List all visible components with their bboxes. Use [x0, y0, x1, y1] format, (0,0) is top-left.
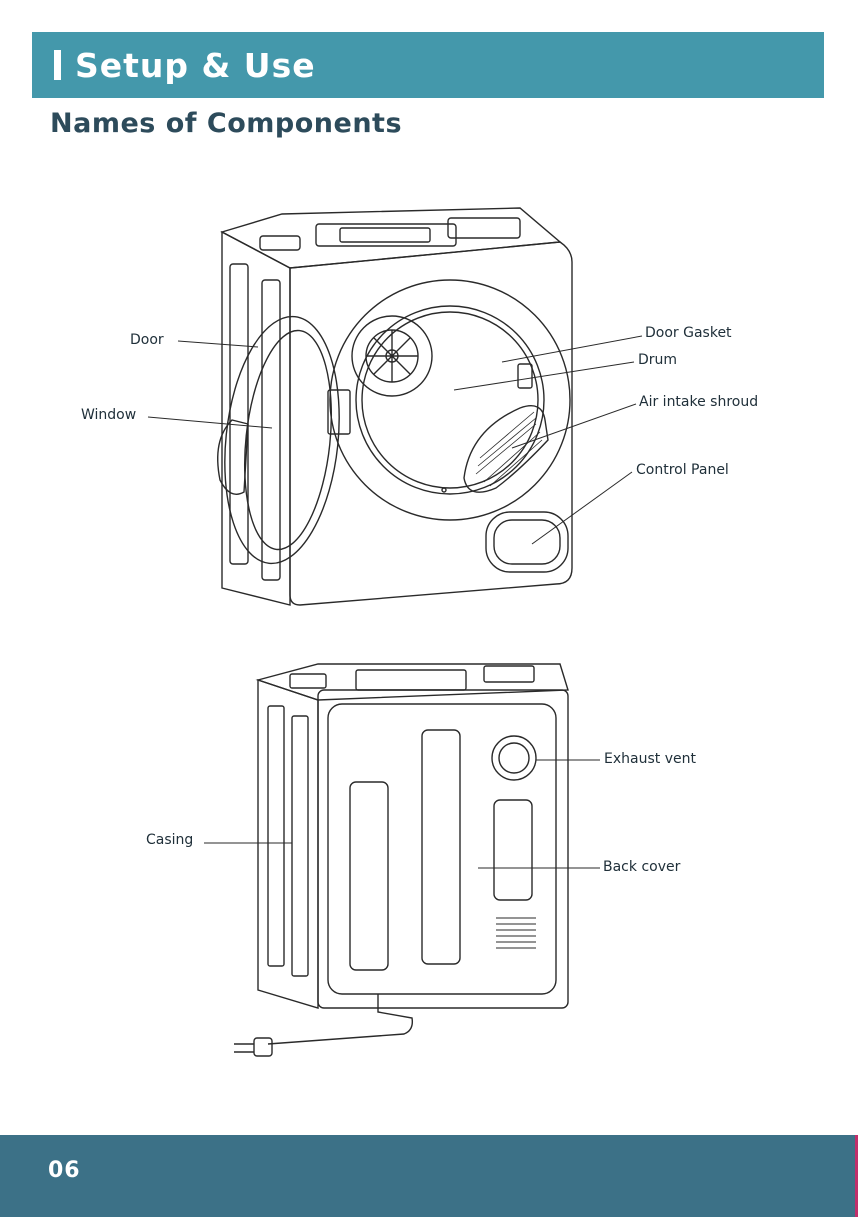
- label-back-cover: Back cover: [603, 859, 680, 875]
- back-top-lid: [356, 670, 466, 690]
- back-recess-center: [422, 730, 460, 964]
- screw: [442, 488, 446, 492]
- top-lid-inner: [340, 228, 430, 242]
- drum-opening: [362, 312, 538, 488]
- back-cover-panel: [328, 704, 556, 994]
- back-side-rib-1: [268, 706, 284, 966]
- leader-control-panel: [532, 472, 632, 544]
- power-cord: [268, 994, 412, 1044]
- label-control-panel: Control Panel: [636, 462, 729, 478]
- label-door: Door: [130, 332, 164, 348]
- back-vent-slots: [496, 918, 536, 948]
- door-latch: [518, 364, 532, 388]
- label-casing: Casing: [146, 832, 193, 848]
- air-intake-grille: [476, 412, 542, 486]
- power-plug: [254, 1038, 272, 1056]
- back-top-vent-right: [484, 666, 534, 682]
- back-leader-lines: [204, 760, 600, 868]
- dryer-front-illustration: [213, 208, 572, 605]
- plug-prongs: [234, 1044, 254, 1052]
- leader-door: [178, 341, 258, 347]
- dryer-back-illustration: [234, 664, 568, 1056]
- label-drum: Drum: [638, 352, 677, 368]
- door-gasket-outer: [330, 280, 570, 520]
- label-exhaust-vent: Exhaust vent: [604, 751, 696, 767]
- back-recess-left: [350, 782, 388, 970]
- leader-air-intake: [512, 404, 636, 448]
- back-side-panel: [258, 680, 318, 1008]
- exhaust-vent-inner: [499, 743, 529, 773]
- page-footer: [0, 1135, 858, 1217]
- page-number: 06: [48, 1158, 81, 1183]
- back-face: [318, 690, 568, 1008]
- leader-window: [148, 417, 272, 428]
- control-panel-face: [494, 520, 560, 564]
- door-gasket-inner: [356, 306, 544, 494]
- back-recess-right: [494, 800, 532, 900]
- back-side-rib-2: [292, 716, 308, 976]
- top-vent-left: [260, 236, 300, 250]
- label-air-intake-shroud: Air intake shroud: [639, 394, 758, 410]
- leader-drum: [454, 362, 634, 390]
- door-window-glass: [235, 326, 342, 554]
- label-door-gasket: Door Gasket: [645, 325, 732, 341]
- top-vent-right: [448, 218, 520, 238]
- back-top-vent-left: [290, 674, 326, 688]
- control-panel-bezel: [486, 512, 568, 572]
- label-window: Window: [81, 407, 136, 423]
